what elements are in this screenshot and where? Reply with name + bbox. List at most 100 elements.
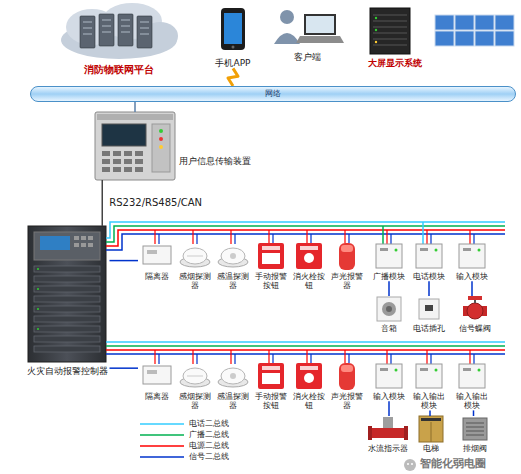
- node-label: 感烟探测器: [176, 392, 214, 410]
- server-icon: [80, 14, 152, 48]
- node-label: 隔离器: [138, 272, 176, 281]
- video-wall: [435, 31, 454, 46]
- controller-cabinet: [34, 326, 100, 332]
- heat-detector-icon: [221, 248, 245, 264]
- speaker: 音箱: [370, 296, 408, 333]
- manual-call-point-icon: [258, 243, 284, 269]
- transmission-device: 用户信息传输装置: [95, 112, 175, 180]
- node-label: 输入模块: [370, 392, 408, 401]
- legend-row: 广播二总线: [140, 429, 229, 440]
- controller-cabinet: [74, 236, 93, 247]
- elevator-icon: [419, 416, 443, 442]
- manual-call-point-icon: [262, 253, 280, 264]
- smoke-detector: 感烟探测器: [176, 240, 214, 290]
- node-label: 火灾自动报警控制器: [25, 366, 110, 376]
- module-detail: [380, 248, 388, 251]
- video-wall: [495, 15, 514, 30]
- transmission-device-icon: [152, 124, 170, 172]
- transmission-device-icon: [102, 151, 110, 156]
- phone-jack-icon: [419, 299, 439, 319]
- io-module: 输入输出模块: [410, 360, 448, 410]
- client-icon: [274, 10, 344, 44]
- edge-label: RS232/RS485/CAN: [107, 197, 204, 209]
- node-label: 音箱: [370, 324, 408, 333]
- controller-cabinet: [34, 232, 100, 260]
- wireless-link: [228, 68, 238, 86]
- transmission-device-icon: [135, 151, 143, 156]
- connector: [110, 367, 139, 369]
- node-label: 客户端: [270, 52, 344, 62]
- transmission-device-icon: [97, 114, 173, 120]
- sounder-strobe: 声光报警器: [328, 240, 366, 290]
- bus-drop: [155, 230, 474, 244]
- client-terminal: 客户端: [270, 6, 344, 62]
- smoke-detector-icon: [187, 256, 203, 257]
- controller-cabinet: [34, 266, 100, 352]
- transmission-device-icon: [135, 167, 143, 172]
- bus-wires: [106, 341, 505, 343]
- heat-detector-icon: [218, 248, 248, 267]
- server-rack: [375, 29, 377, 31]
- node-label: 声光报警器: [328, 392, 366, 410]
- elevator-icon: [431, 422, 432, 442]
- node-label: 消火栓按钮: [290, 272, 328, 290]
- module-detail: [463, 248, 471, 251]
- node-label: 大屏显示系统: [358, 58, 432, 68]
- client-icon: [304, 14, 336, 35]
- phone-jack-icon: [425, 305, 433, 311]
- legend: 电话二总线广播二总线电源二总线信号二总线: [140, 418, 229, 462]
- sounder-strobe-icon: [339, 243, 355, 270]
- node-label: 输入模块: [453, 272, 491, 281]
- watermark-icon: [411, 463, 413, 465]
- legend-line: [140, 431, 184, 439]
- bus-wires: [106, 222, 505, 354]
- node-label: 电话模块: [410, 272, 448, 281]
- heat-detector: 感温探测器: [214, 240, 252, 290]
- alarm-controller: 火灾自动报警控制器: [25, 226, 110, 376]
- connector: [388, 401, 390, 416]
- legend-text: 广播二总线: [189, 430, 229, 439]
- controller-cabinet: [34, 266, 100, 272]
- controller-cabinet: [34, 316, 100, 322]
- connector: [102, 180, 104, 226]
- node-label: 输入输出模块: [410, 392, 448, 410]
- controller-cabinet: [37, 268, 39, 330]
- node-label: 输入输出模块: [453, 392, 491, 410]
- device-row: [143, 350, 485, 390]
- telephone-module: 电话模块: [410, 240, 448, 281]
- server-rack: [370, 8, 410, 54]
- transmission-device-icon: [113, 159, 121, 164]
- manual-call-point-icon: [258, 243, 284, 269]
- client-icon: [296, 36, 344, 43]
- connector: [428, 281, 430, 296]
- server-icon: [99, 14, 114, 46]
- controller-cabinet: [34, 346, 100, 352]
- speaker-icon: [386, 306, 392, 312]
- legend-row: 电话二总线: [140, 418, 229, 429]
- input-module: 输入模块: [453, 240, 491, 281]
- video-wall: [455, 31, 474, 46]
- node-label: 手动报警按钮: [252, 392, 290, 410]
- server-rack: [373, 15, 407, 45]
- exhaust-valve: 排烟阀: [456, 416, 494, 453]
- node-label: 消火栓按钮: [290, 392, 328, 410]
- server-rack: [375, 17, 377, 19]
- node-label: 手机APP: [208, 58, 258, 68]
- smoke-detector-icon: [183, 248, 207, 264]
- display-system: 大屏显示系统: [358, 8, 432, 68]
- bus-wires: [106, 353, 505, 355]
- video-wall: [455, 15, 474, 30]
- watermark-icon: [404, 459, 416, 471]
- hydrant-button-icon: [300, 246, 318, 250]
- node-label: 手动报警按钮: [252, 272, 290, 290]
- exhaust-valve-icon: [463, 418, 487, 440]
- isolator: 隔离器: [138, 360, 176, 401]
- transmission-device-icon: [95, 112, 175, 180]
- controller-cabinet: [37, 308, 39, 310]
- legend-text: 电源二总线: [189, 441, 229, 450]
- server-rack: [370, 8, 410, 54]
- transmission-device-icon: [124, 151, 132, 156]
- butterfly-valve-icon: [468, 296, 482, 300]
- bus-drop: [159, 234, 474, 244]
